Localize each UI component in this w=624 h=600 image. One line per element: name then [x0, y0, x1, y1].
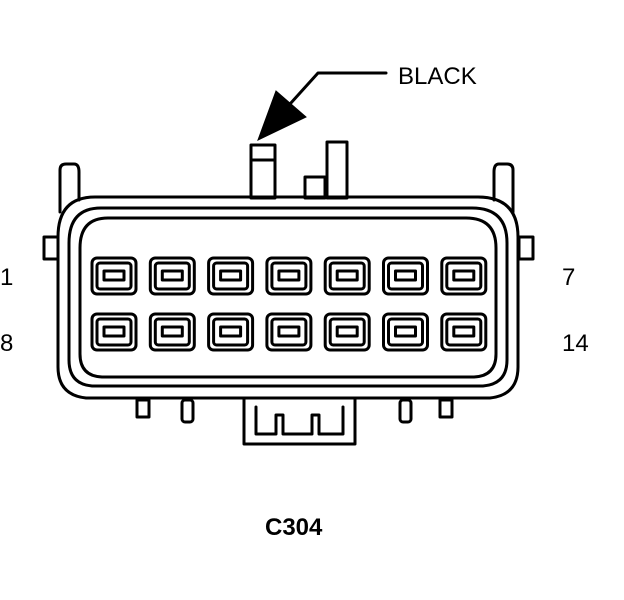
top-latch: [249, 140, 349, 200]
pin-label-7: 7: [562, 264, 576, 291]
connector-id-label: C304: [265, 514, 323, 541]
wire-color-label: BLACK: [398, 63, 477, 90]
pin-label-1: 1: [0, 264, 14, 291]
cavity-8: [90, 312, 138, 352]
pin-label-8: 8: [0, 330, 14, 357]
cavity-11: [265, 312, 313, 352]
side-clips: [42, 162, 535, 261]
cavity-12: [323, 312, 371, 352]
cavity-3: [207, 256, 255, 296]
cavity-14: [440, 312, 488, 352]
cavity-grid: [90, 256, 488, 352]
cavity-9: [148, 312, 196, 352]
connector-housing: [56, 195, 520, 400]
cavity-13: [382, 312, 429, 352]
cavity-4: [265, 256, 313, 296]
cavity-2: [148, 256, 196, 296]
cavity-10: [207, 312, 255, 352]
cavity-7: [440, 256, 488, 296]
cavity-1: [90, 256, 138, 296]
pin-label-14: 14: [562, 330, 589, 357]
cavity-6: [382, 256, 429, 296]
color-leader-arrow: [257, 71, 388, 141]
cavity-5: [323, 256, 371, 296]
bottom-lock: [135, 396, 454, 446]
